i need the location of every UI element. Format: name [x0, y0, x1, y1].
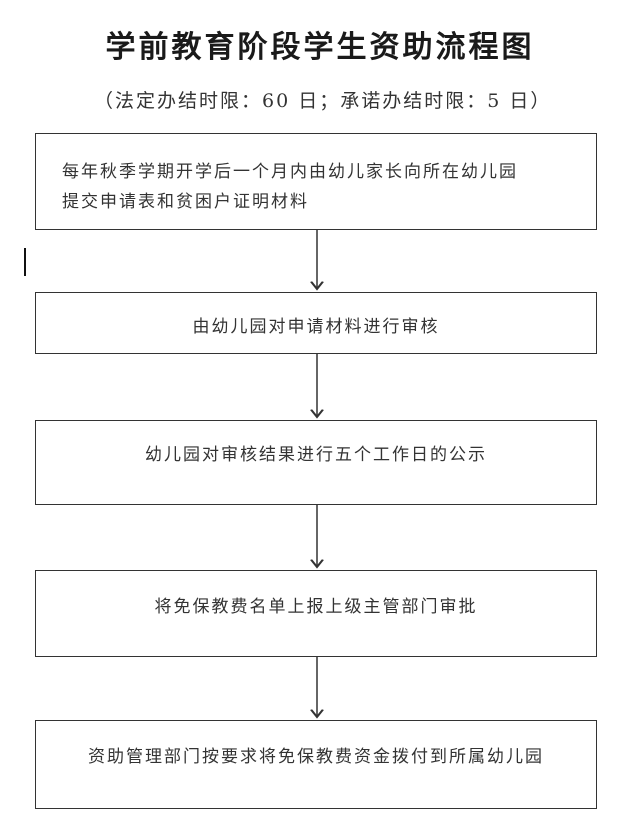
step-4-box: 将免保教费名单上报上级主管部门审批 [35, 570, 597, 657]
step-3-text: 幼儿园对审核结果进行五个工作日的公示 [145, 445, 487, 465]
step-3-box: 幼儿园对审核结果进行五个工作日的公示 [35, 420, 597, 505]
step-1-line-1: 每年秋季学期开学后一个月内由幼儿家长向所在幼儿园 [62, 162, 518, 182]
text-cursor [24, 248, 26, 276]
step-5-box: 资助管理部门按要求将免保教费资金拨付到所属幼儿园 [35, 720, 597, 809]
step-1-box: 每年秋季学期开学后一个月内由幼儿家长向所在幼儿园 提交申请表和贫困户证明材料 [35, 133, 597, 230]
page-title: 学前教育阶段学生资助流程图 [105, 30, 535, 65]
step-1-line-2: 提交申请表和贫困户证明材料 [62, 192, 309, 212]
step-2-text: 由幼儿园对申请材料进行审核 [192, 317, 440, 337]
step-5-text: 资助管理部门按要求将免保教费资金拨付到所属幼儿园 [88, 747, 544, 767]
step-2-box: 由幼儿园对申请材料进行审核 [35, 292, 597, 354]
step-4-text: 将免保教费名单上报上级主管部门审批 [154, 597, 478, 617]
time-limit-subtitle: （法定办结时限：60 日；承诺办结时限：5 日） [94, 90, 552, 112]
